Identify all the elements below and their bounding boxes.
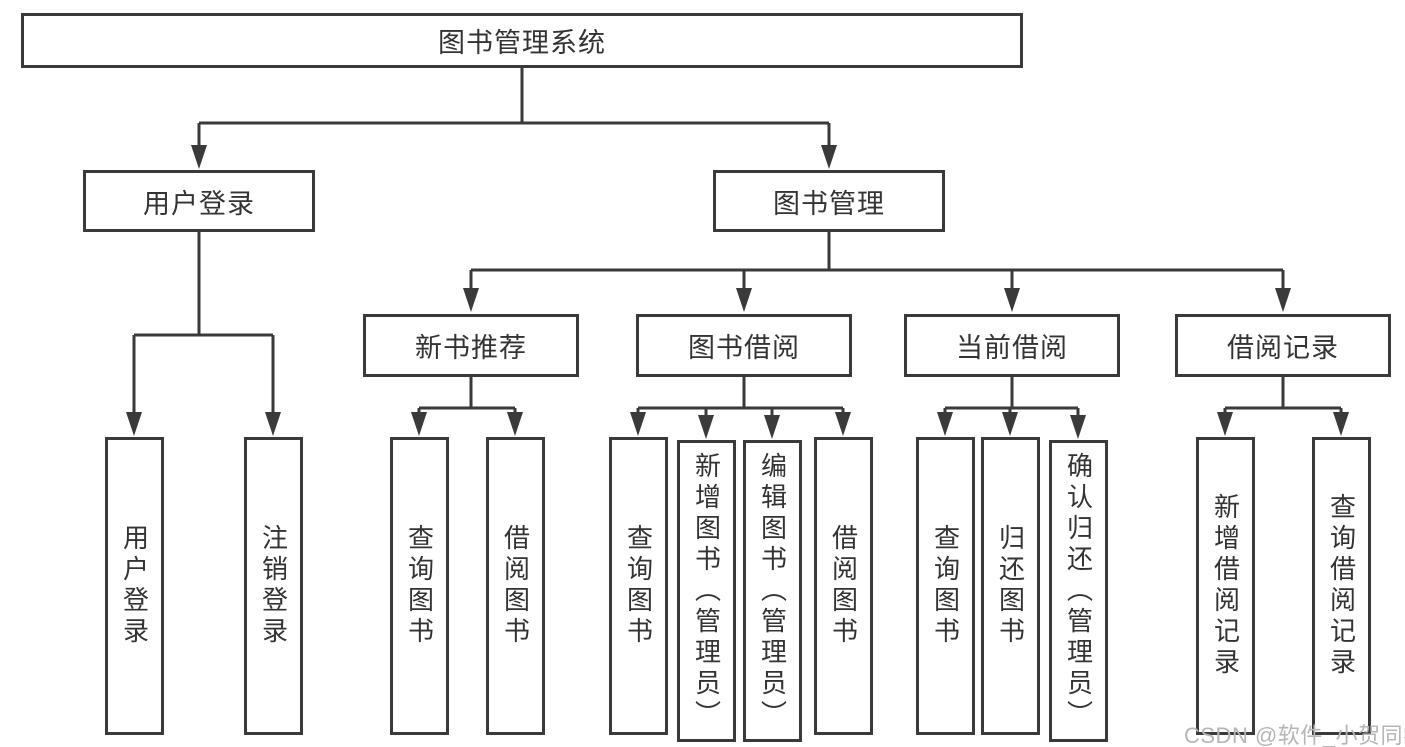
node-new-book-recommendation: 新书推荐	[363, 314, 579, 377]
node-borrowing-records: 借阅记录	[1175, 314, 1391, 377]
leaf-user-login: 用户登录	[105, 437, 164, 735]
leaf-query-books-borrowing: 查询图书	[609, 437, 668, 735]
leaf-borrow-books: 借阅图书	[814, 437, 873, 735]
leaf-confirm-return-admin: 确认归还（管理员）	[1049, 440, 1108, 742]
node-book-borrowing: 图书借阅	[636, 314, 852, 377]
leaf-add-books-admin: 新增图书（管理员）	[677, 440, 736, 742]
leaf-edit-books-admin: 编辑图书（管理员）	[743, 440, 802, 742]
leaf-logout-login: 注销登录	[244, 437, 303, 735]
leaf-add-borrow-record: 新增借阅记录	[1196, 437, 1255, 735]
node-library-management-system: 图书管理系统	[21, 13, 1023, 68]
leaf-borrow-books-recommend: 借阅图书	[486, 437, 545, 735]
node-user-login: 用户登录	[83, 170, 315, 232]
leaf-query-borrow-record: 查询借阅记录	[1312, 437, 1371, 735]
node-book-management: 图书管理	[713, 170, 945, 232]
leaf-query-books-current: 查询图书	[916, 437, 975, 735]
leaf-query-books-recommend: 查询图书	[390, 437, 449, 735]
node-current-borrowing: 当前借阅	[904, 314, 1120, 377]
csdn-watermark: CSDN @软件_小贺同学	[1184, 723, 1405, 747]
leaf-return-books: 归还图书	[981, 437, 1040, 735]
